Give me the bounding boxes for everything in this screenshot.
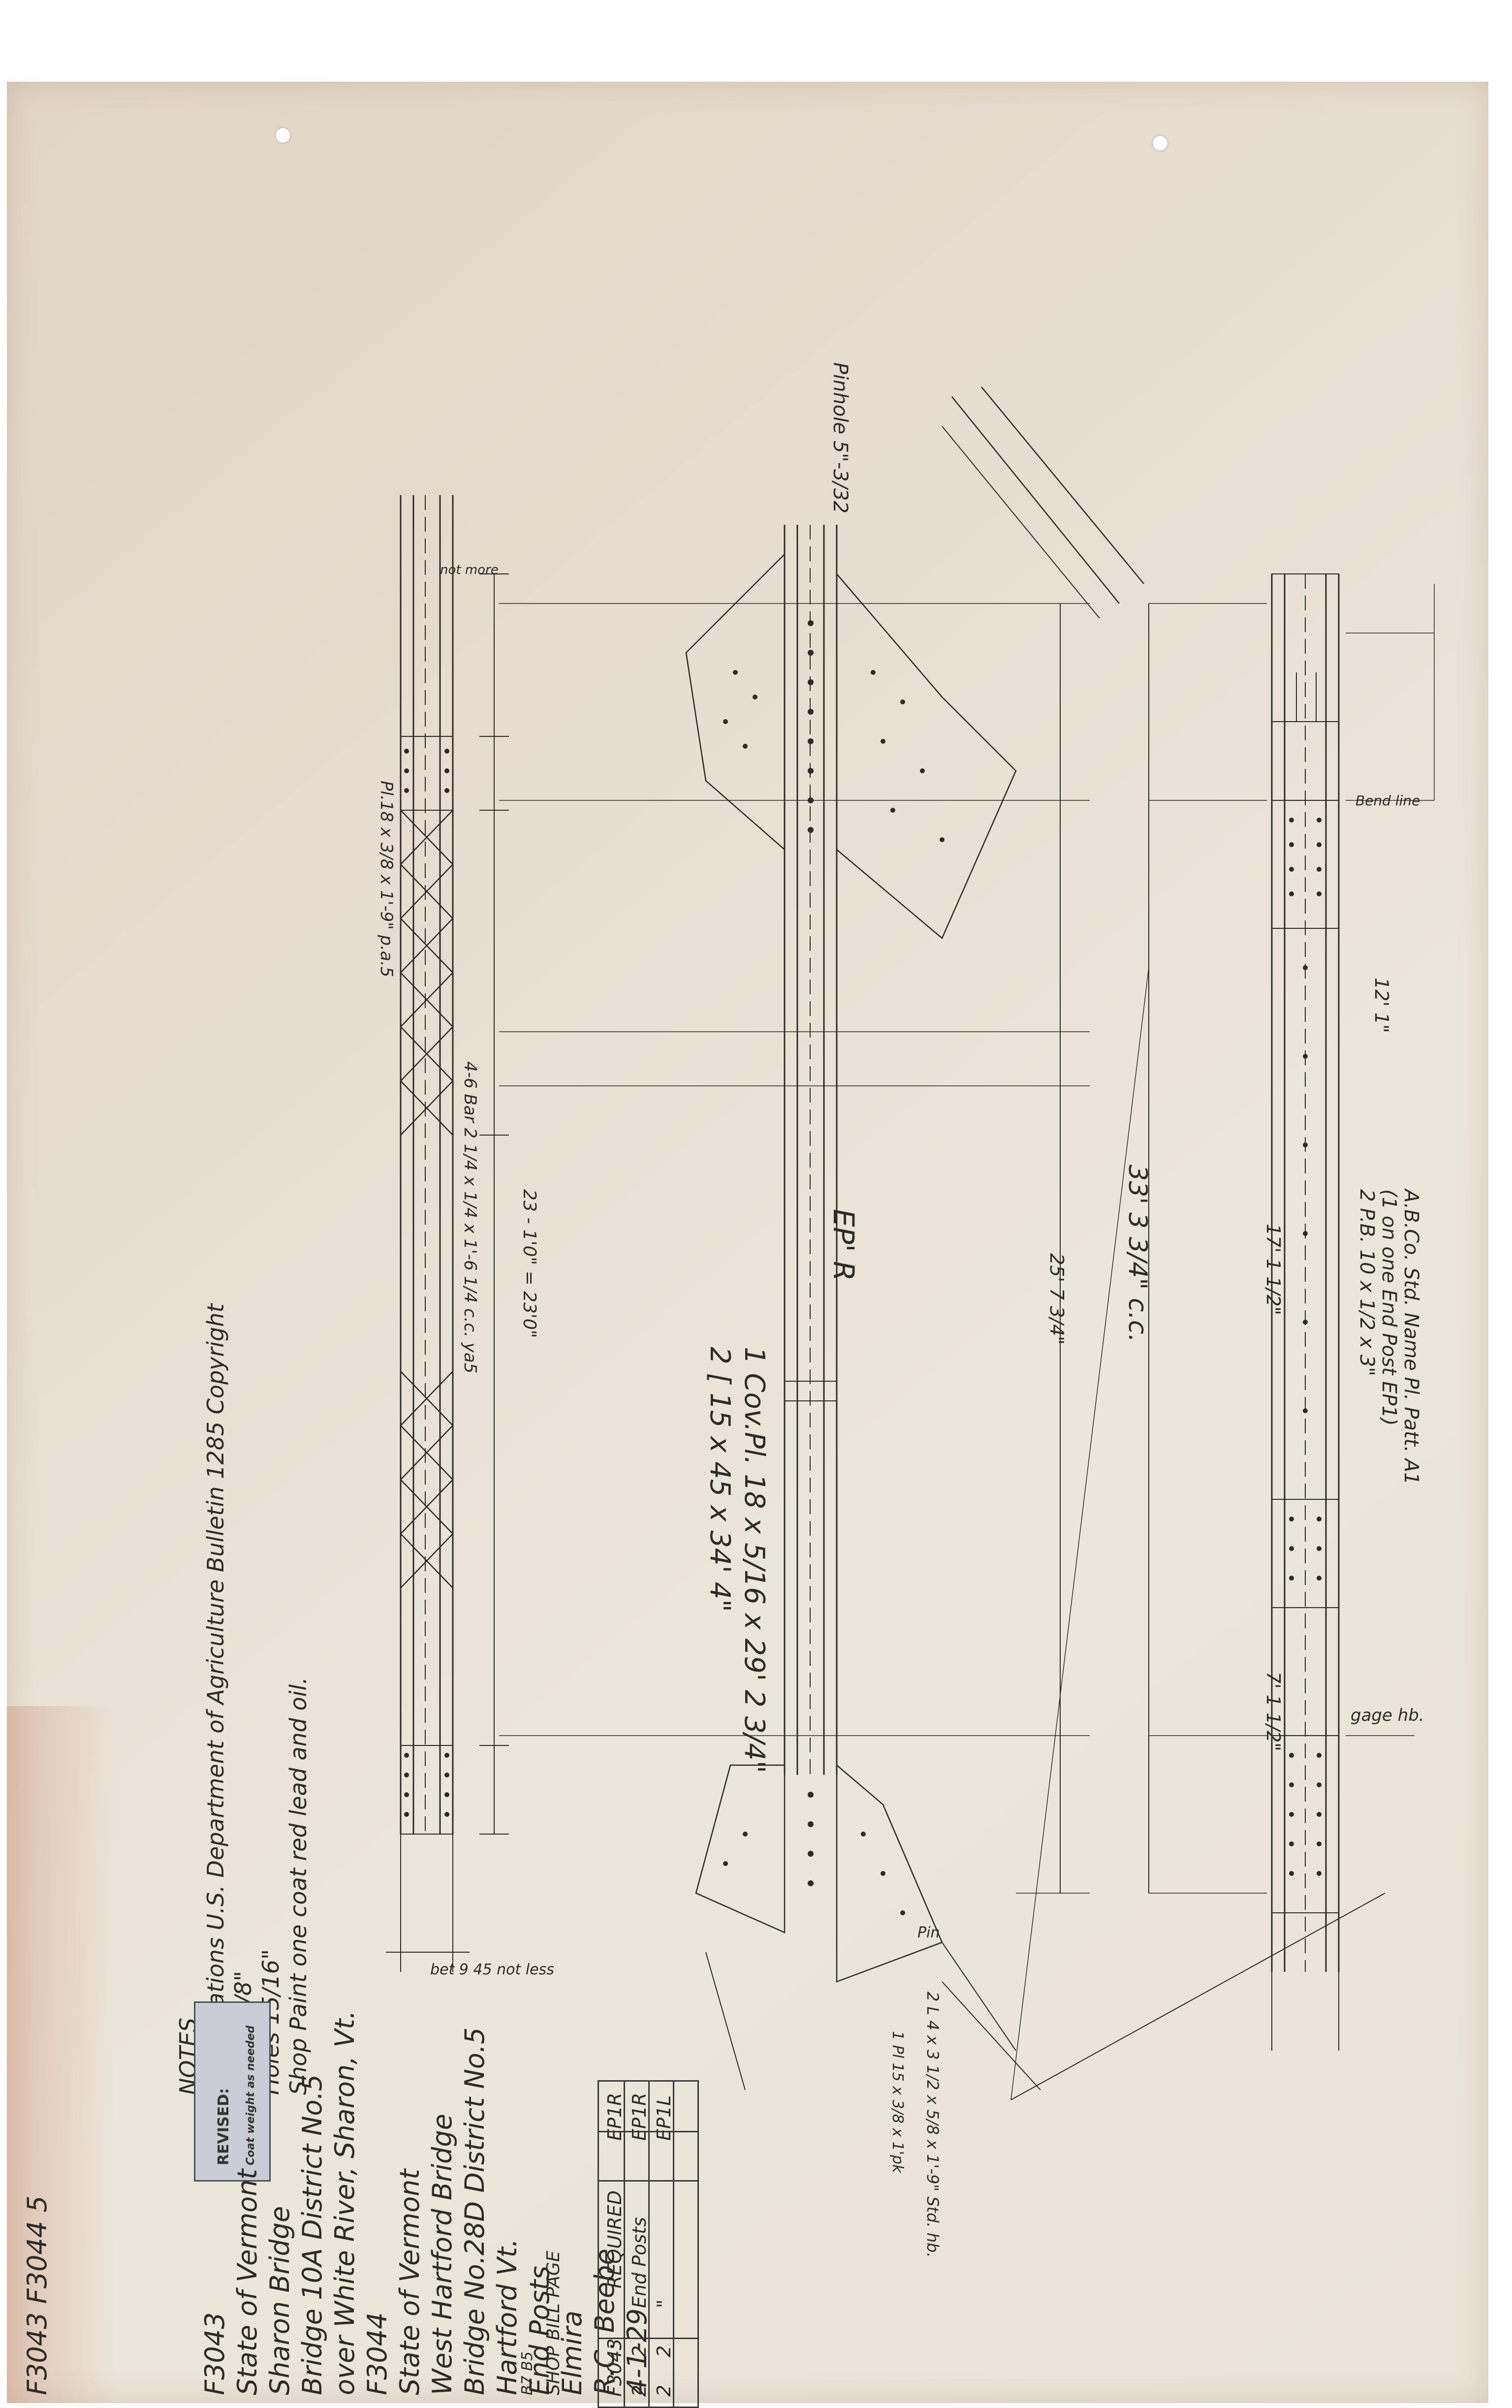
pl15-label: 1 Pl 15 x 3/8 x 1'pk xyxy=(889,2031,906,2174)
revised-stamp: REVISED: Coat weight as needed xyxy=(194,2001,271,2182)
pinhole-label: Pinhole 5"-3/32 xyxy=(829,362,851,513)
shop-bill-header-5: EP1R xyxy=(604,2092,626,2141)
sheet-number: F3043 F3044 5 xyxy=(22,2195,53,2395)
shop-bill-row2-c: " xyxy=(653,2299,675,2308)
title-block: F3043 State of Vermont Sharon Bridge Bri… xyxy=(199,2010,654,2395)
title-sharon-2: Sharon Bridge xyxy=(264,2206,295,2395)
bolt-note: bet 9 45 not less xyxy=(430,1961,554,1978)
dimension-25: 25' 7 3/4" xyxy=(1046,1253,1068,1345)
shop-bill-pages: B7 B5 xyxy=(519,2351,536,2395)
punch-hole xyxy=(276,128,290,143)
pin-label: Pin xyxy=(917,1924,940,1941)
shop-bill-row2-b: 2 xyxy=(653,2345,675,2357)
title-f3043: F3043 xyxy=(199,2312,230,2396)
dimension-23: 23 - 1'0" = 23'0" xyxy=(519,1189,539,1338)
dimension-12: 12' 1" xyxy=(1371,978,1392,1033)
shop-bill-row1-c: End Posts xyxy=(629,2217,650,2308)
angles-label: 2 L 4 x 3 1/2 x 5/8 x 1'-9" Std. hb. xyxy=(923,1992,942,2258)
shop-bill-header-1: F3043 xyxy=(604,2338,626,2397)
shop-bill-row2-d: EP1L xyxy=(653,2095,675,2141)
tie-plate-label: 2 P.B. 10 x 1/2 x 3" xyxy=(1355,1189,1378,1376)
shop-bill-page-title: SHOP BILL PAGE xyxy=(543,2250,564,2395)
title-hartford-4: Hartford Vt. xyxy=(492,2238,523,2395)
rivets xyxy=(404,620,1322,1915)
name-plate-note: (1 on one End Post EP1) xyxy=(1378,1189,1400,1426)
punch-hole xyxy=(1153,136,1167,151)
rivets-middle xyxy=(723,620,945,1915)
left-member xyxy=(386,495,509,1972)
title-hartford-1: State of Vermont xyxy=(394,2169,425,2395)
dimension-17: 17' 1 1/2" xyxy=(1262,1224,1284,1315)
not-more-label: not more xyxy=(440,563,499,577)
notes-rivets: Rivets 7/8" xyxy=(229,1303,257,2095)
notes-spec: Specifications U.S. Department of Agricu… xyxy=(202,1303,229,2095)
lacing-note: 4-6 Bar 2 1/4 x 1/4 x 1'-6 1/4 c.c. ya5 xyxy=(460,1061,480,1373)
shop-bill-table: F3043 REQUIRED EP1R 2 2 End Posts EP1R 2… xyxy=(598,2080,699,2408)
member-mark: EP' R xyxy=(827,1209,860,1281)
middle-member xyxy=(499,386,1386,2100)
right-member xyxy=(1148,573,1435,2051)
cc-dimension: 33' 3 3/4" c.c. xyxy=(1123,1165,1152,1342)
name-plate-label: A.B.Co. Std. Name Pl. Patt. A1 xyxy=(1400,1188,1422,1485)
dimension-7: 7' 1 1/2" xyxy=(1262,1672,1284,1751)
bend-line-label: Bend line xyxy=(1355,792,1420,809)
shop-bill-header-3: REQUIRED xyxy=(604,2190,626,2288)
end-post-drawing: Pinhole 5"-3/32 Pl.18 x 3/8 x 1'-9" p.a.… xyxy=(377,362,1435,2258)
title-sharon-4: over White River, Sharon, Vt. xyxy=(329,2010,360,2395)
rivets-right xyxy=(1289,818,1322,1876)
paper-stain xyxy=(7,1706,115,2403)
notes-title: NOTES xyxy=(175,2018,201,2095)
shop-bill-row2-a: 2 xyxy=(653,2384,675,2397)
notes-block: NOTES Specifications U.S. Department of … xyxy=(174,1303,312,2095)
shop-bill-row1-b: 2 xyxy=(629,2345,650,2357)
title-sharon-1: State of Vermont xyxy=(232,2169,263,2395)
plate-note: Pl.18 x 3/8 x 1'-9" p.a.5 xyxy=(377,781,396,977)
channels-label: 2 [ 15 x 45 x 34' 4" xyxy=(704,1347,736,1612)
cover-plate-label: 1 Cov.Pl. 18 x 5/16 x 29' 2 3/4" xyxy=(738,1347,770,1773)
title-sharon-3: Bridge 10A District No.5 xyxy=(297,2074,328,2395)
title-hartford-3: Bridge No.28D District No.5 xyxy=(459,2027,490,2395)
notes-holes: Holes 15/16" xyxy=(257,1949,284,2095)
rivets-left xyxy=(404,749,449,1817)
title-hartford-2: West Hartford Bridge xyxy=(427,2114,458,2395)
shop-bill-row1-d: EP1R xyxy=(629,2092,650,2141)
shop-bill-row1-a: 2 xyxy=(629,2384,650,2397)
notes-paint: Shop Paint one coat red lead and oil. xyxy=(285,1677,312,2095)
gage-label: gage hb. xyxy=(1351,1706,1424,1725)
drawing-sheet: Pinhole 5"-3/32 Pl.18 x 3/8 x 1'-9" p.a.… xyxy=(7,82,1488,2408)
title-f3044: F3044 xyxy=(362,2312,393,2396)
